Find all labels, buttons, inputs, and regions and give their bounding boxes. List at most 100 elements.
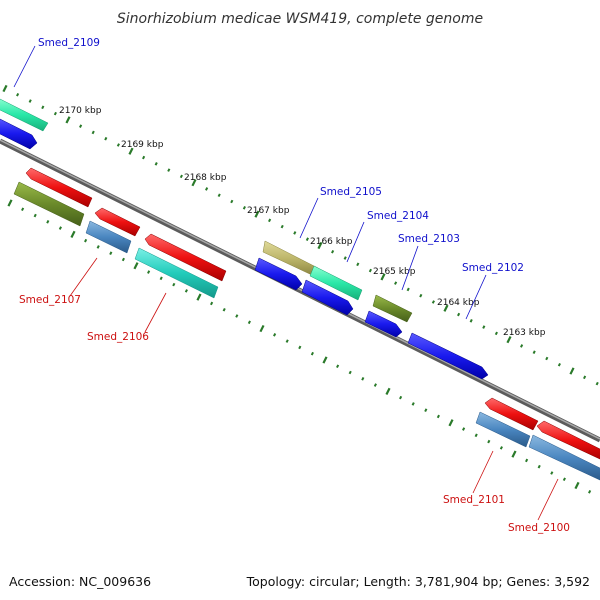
- tick-mark: [247, 320, 251, 325]
- tick-mark: [298, 345, 302, 350]
- tick-mark: [242, 206, 246, 210]
- tick-mark: [380, 273, 386, 281]
- tick-mark: [91, 130, 95, 135]
- tick-mark: [142, 155, 146, 160]
- tick-mark: [79, 124, 83, 128]
- tick-mark: [394, 281, 398, 285]
- tick-mark: [336, 364, 340, 369]
- tick-mark: [21, 207, 25, 212]
- gene-arrow-red-top[interactable]: [25, 167, 93, 208]
- gene-label-smed-2104[interactable]: Smed_2104: [367, 210, 429, 222]
- tick-mark: [154, 162, 158, 166]
- tick-mark: [28, 99, 32, 103]
- gene-label-smed-2107[interactable]: Smed_2107: [19, 294, 81, 306]
- tick-mark: [96, 245, 100, 249]
- tick-mark: [474, 433, 478, 438]
- gene-label-smed-2103[interactable]: Smed_2103: [398, 233, 460, 245]
- tick-mark: [487, 439, 491, 444]
- tick-mark: [268, 218, 272, 223]
- gene-arrow-smed-2104[interactable]: [301, 279, 354, 316]
- tick-mark: [373, 383, 377, 387]
- tick-mark: [506, 336, 512, 344]
- tick-mark: [457, 312, 461, 317]
- tick-mark: [557, 362, 561, 367]
- tick-mark: [109, 251, 113, 256]
- forward-leader-lines: [13, 45, 487, 320]
- gene-label-smed-2100[interactable]: Smed_2100: [508, 522, 570, 534]
- tick-mark: [121, 257, 125, 262]
- gene-arrow-smed-2105[interactable]: [309, 265, 363, 301]
- tick-mark: [259, 324, 265, 333]
- tick-mark: [322, 356, 328, 364]
- tick-mark: [104, 136, 108, 141]
- tick-mark: [196, 293, 202, 301]
- gene-arrow-blue-b[interactable]: [364, 310, 403, 338]
- tick-mark: [356, 262, 360, 267]
- tick-mark: [462, 427, 466, 431]
- gene-label-smed-2101[interactable]: Smed_2101: [443, 494, 505, 506]
- map-title: Sinorhizobium medicae WSM419, complete g…: [117, 11, 483, 27]
- tick-mark: [419, 293, 423, 298]
- gene-arrow-smed-2103[interactable]: [372, 294, 413, 323]
- tick-mark: [222, 307, 226, 312]
- tick-mark: [205, 187, 209, 191]
- tick-mark: [494, 331, 498, 336]
- gene-arrow-blue-a[interactable]: [254, 257, 303, 291]
- gene-label-smed-2102[interactable]: Smed_2102: [462, 262, 524, 274]
- gene-arrow-smed-2109[interactable]: [0, 118, 38, 150]
- tick-mark: [482, 325, 486, 329]
- gene-arrow-smed-2106[interactable]: [134, 247, 219, 299]
- gene-arrow-smed-2101[interactable]: [475, 411, 531, 448]
- tick-mark: [532, 350, 536, 354]
- tick-mark: [368, 268, 372, 273]
- tick-mark: [7, 199, 13, 207]
- tick-mark: [235, 314, 239, 318]
- tick-label-2163: 2163 kbp: [503, 328, 546, 338]
- tick-mark: [116, 143, 120, 147]
- gene-label-smed-2109[interactable]: Smed_2109: [38, 37, 100, 49]
- tick-mark: [385, 387, 391, 395]
- tick-mark: [2, 84, 8, 93]
- gene-arrow-red-small[interactable]: [94, 207, 141, 237]
- tick-mark: [65, 116, 71, 124]
- tick-mark: [41, 105, 45, 110]
- tick-mark: [411, 402, 415, 406]
- tick-mark: [230, 199, 234, 204]
- tick-mark: [588, 490, 592, 494]
- gene-arrow-steel-a[interactable]: [85, 220, 132, 254]
- gene-label-smed-2106[interactable]: Smed_2106: [87, 331, 149, 343]
- tick-mark: [58, 226, 62, 230]
- tick-mark: [562, 477, 566, 482]
- gene-arrow-smed-2101-red[interactable]: [484, 397, 539, 431]
- tick-mark: [172, 282, 176, 287]
- tick-mark: [217, 193, 221, 198]
- gene-arrow-smed-2100[interactable]: [528, 434, 600, 481]
- tick-mark: [191, 179, 197, 187]
- tick-label-2170: 2170 kbp: [59, 106, 102, 116]
- tick-mark: [448, 419, 454, 427]
- gene-arrow-smed-2107[interactable]: [13, 181, 85, 227]
- tick-mark: [550, 471, 554, 475]
- gene-arrow-red-long[interactable]: [144, 233, 227, 282]
- gene-arrow-mint-top[interactable]: [0, 98, 49, 132]
- genome-backbone: [0, 138, 600, 443]
- tick-label-2165: 2165 kbp: [373, 267, 416, 277]
- tick-mark: [280, 224, 284, 229]
- tick-mark: [499, 446, 503, 450]
- inner-tick-marks: [7, 199, 592, 494]
- topology-text: Topology: circular; Length: 3,781,904 bp…: [246, 574, 590, 589]
- tick-mark: [147, 270, 151, 274]
- tick-mark: [210, 301, 214, 306]
- gene-arrow-smed-2102[interactable]: [407, 332, 489, 380]
- outer-tick-marks: [2, 84, 599, 386]
- tick-mark: [133, 262, 139, 270]
- tick-mark: [520, 344, 524, 348]
- accession-text: Accession: NC_009636: [9, 574, 151, 589]
- tick-mark: [511, 450, 517, 458]
- gene-arrow-smed-2100-red[interactable]: [536, 420, 600, 460]
- tick-mark: [53, 111, 57, 116]
- tick-mark: [179, 174, 183, 179]
- tick-mark: [406, 287, 410, 292]
- gene-label-smed-2105[interactable]: Smed_2105: [320, 186, 382, 198]
- tick-mark: [70, 230, 76, 239]
